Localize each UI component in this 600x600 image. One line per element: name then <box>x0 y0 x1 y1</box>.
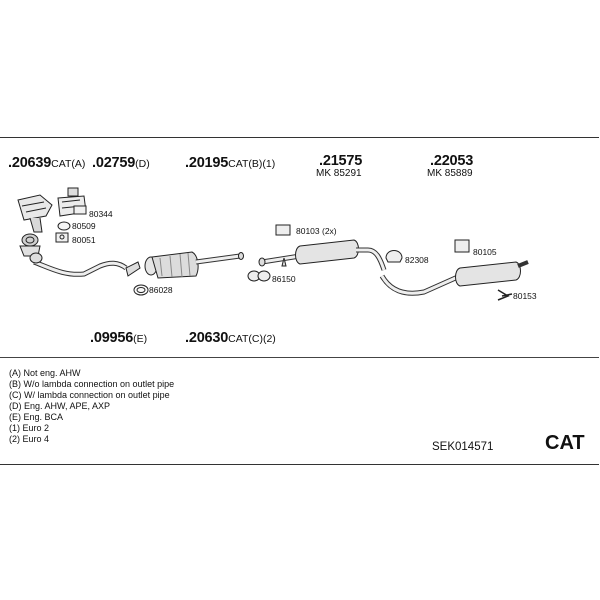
small-part-80153[interactable]: 80153 <box>513 291 537 301</box>
part-number: .09956 <box>90 330 134 346</box>
note-item: (B) W/o lambda connection on outlet pipe <box>9 379 175 389</box>
small-part-82308[interactable]: 82308 <box>405 255 429 265</box>
part-suffix: CAT(C)(2) <box>228 333 276 345</box>
part-suffix: CAT(B)(1) <box>228 158 276 170</box>
part-number: .20639 <box>8 155 52 171</box>
clamp-86150 <box>247 270 271 282</box>
bolt-80051 <box>55 232 69 243</box>
kit-code: SEK014571 <box>432 441 494 453</box>
part-label-02759[interactable]: .02759(D) <box>92 155 150 171</box>
rear-silencer-22053 <box>379 260 529 296</box>
part-number: .20630 <box>185 330 229 346</box>
catalyst-20195 <box>144 251 244 279</box>
part-mk-85889: MK 85889 <box>427 168 473 179</box>
part-suffix: CAT(A) <box>51 158 86 170</box>
small-part-80509[interactable]: 80509 <box>72 221 96 231</box>
part-mk-85291: MK 85291 <box>316 168 362 179</box>
part-suffix: (D) <box>135 158 150 170</box>
note-item: (A) Not eng. AHW <box>9 368 81 378</box>
gasket-80344 <box>73 205 87 215</box>
notes-list: (A) Not eng. AHW (B) W/o lambda connecti… <box>9 368 174 445</box>
note-item: (C) W/ lambda connection on outlet pipe <box>9 390 170 400</box>
front-pipe-09956 <box>29 252 141 277</box>
small-part-86028[interactable]: 86028 <box>149 285 173 295</box>
small-part-80105[interactable]: 80105 <box>473 247 497 257</box>
part-number: .20195 <box>185 155 229 171</box>
part-label-20639[interactable]: .20639CAT(A) <box>8 155 85 171</box>
note-item: (D) Eng. AHW, APE, AXP <box>9 401 111 411</box>
note-item: (E) Eng. BCA <box>9 412 64 422</box>
part-label-22053[interactable]: .22053 <box>430 153 473 169</box>
small-part-80103[interactable]: 80103 (2x) <box>296 226 337 236</box>
hanger-80105 <box>454 239 470 253</box>
part-label-20195[interactable]: .20195CAT(B)(1) <box>185 155 275 171</box>
part-number: .22053 <box>430 153 474 169</box>
small-part-80344[interactable]: 80344 <box>89 209 113 219</box>
part-label-21575[interactable]: .21575 <box>319 153 362 169</box>
manifold-catalyst-20639 <box>17 194 53 257</box>
part-number: .02759 <box>92 155 136 171</box>
note-item: (1) Euro 2 <box>9 423 50 433</box>
clamp-82308 <box>385 250 403 263</box>
diagram-frame <box>0 137 599 465</box>
ring-86028 <box>133 284 149 296</box>
clip-80153 <box>497 289 513 301</box>
part-suffix: (E) <box>133 333 148 345</box>
part-number: .21575 <box>319 153 363 169</box>
hanger-80103 <box>275 224 291 267</box>
ring-80509 <box>57 221 71 231</box>
part-label-20630[interactable]: .20630CAT(C)(2) <box>185 330 276 346</box>
cat-label: CAT <box>545 432 585 454</box>
small-part-86150[interactable]: 86150 <box>272 274 296 284</box>
note-item: (2) Euro 4 <box>9 434 50 444</box>
small-part-80051[interactable]: 80051 <box>72 235 96 245</box>
diagram-divider <box>0 357 599 358</box>
part-label-09956[interactable]: .09956(E) <box>90 330 147 346</box>
middle-silencer-21575 <box>258 239 387 271</box>
